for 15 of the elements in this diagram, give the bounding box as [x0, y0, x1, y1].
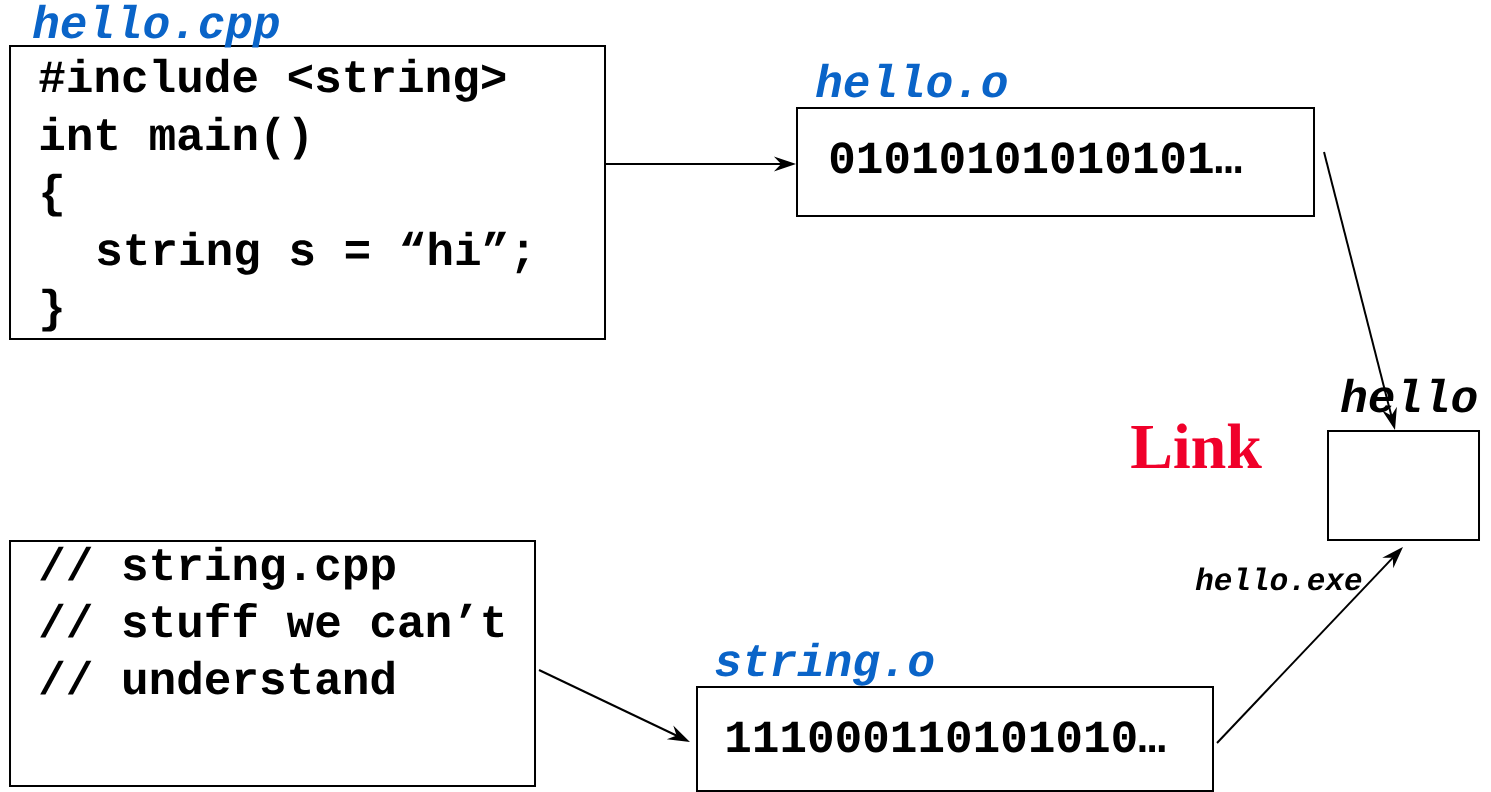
- code-line: #include <string>: [39, 58, 506, 102]
- code-line: 01010101010101…: [830, 142, 1242, 174]
- step-label: Link: [1131, 423, 1262, 468]
- file-name: hello.cpp: [33, 4, 279, 48]
- code-line: string s = “hi”;: [97, 231, 528, 275]
- code-line: // understand: [40, 660, 394, 695]
- file-name: hello.o: [816, 63, 1007, 98]
- code-line: {: [42, 173, 62, 217]
- code-line: 111000110101010…: [727, 721, 1165, 753]
- code-line: }: [42, 288, 62, 332]
- code-line: // stuff we can’t: [40, 603, 504, 638]
- code-line: int main(): [40, 116, 307, 160]
- file-name: hello.exe: [1195, 567, 1362, 591]
- code-line: // string.cpp: [40, 546, 395, 590]
- file-name: string.o: [715, 642, 934, 686]
